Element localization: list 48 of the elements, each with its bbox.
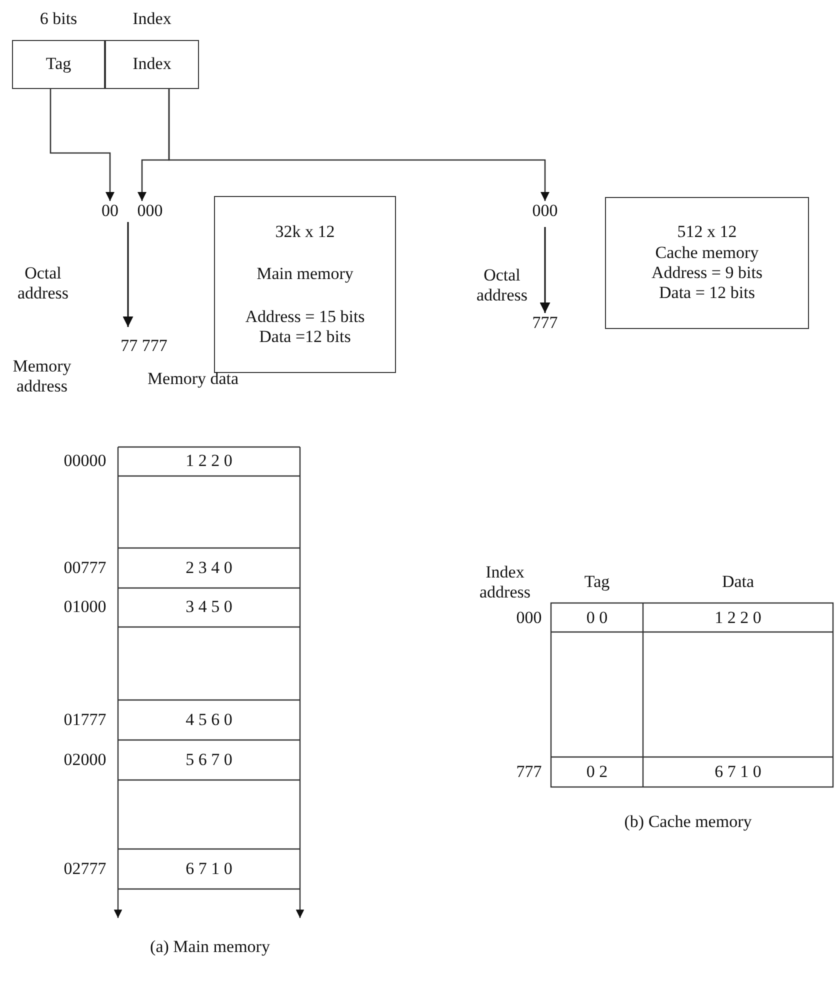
address-value: 000 xyxy=(530,201,560,221)
figure-caption: (b) Cache memory xyxy=(624,812,752,832)
address-value: 000 xyxy=(135,201,165,221)
memory-spec-text: 32k x 12 xyxy=(275,222,335,242)
address-value: 01000 xyxy=(64,597,106,617)
column-header: Index address xyxy=(478,562,532,602)
table-cell: 6 7 1 0 xyxy=(714,762,762,782)
memory-spec-text: Main memory xyxy=(256,264,354,284)
memory-spec-text: 512 x 12 xyxy=(677,222,737,243)
field-label: Tag xyxy=(46,54,72,75)
memory-info-box xyxy=(214,196,396,373)
field-width-label: 6 bits xyxy=(40,9,78,29)
memory-spec-text: Cache memory xyxy=(655,242,759,263)
figure-caption: (a) Main memory xyxy=(150,937,270,957)
table-cell: 5 6 7 0 xyxy=(186,750,232,770)
address-value: 01777 xyxy=(64,710,106,730)
table-cell: 2 3 4 0 xyxy=(186,558,232,578)
address-value: 00000 xyxy=(64,451,106,471)
address-value: 02000 xyxy=(64,750,106,770)
table-cell: 1 2 2 0 xyxy=(186,451,232,471)
connector-arrow xyxy=(168,89,550,201)
address-value: 000 xyxy=(516,608,542,628)
memory-spec-text: Data =12 bits xyxy=(259,326,351,348)
column-header: Data xyxy=(722,572,754,592)
memory-info-box xyxy=(605,197,809,329)
field-label: Index xyxy=(132,54,172,75)
connector-arrow xyxy=(50,89,115,201)
axis-caption: Octal address xyxy=(16,263,70,303)
address-value: 02777 xyxy=(64,859,106,879)
memory-spec-text: Address = 9 bits xyxy=(651,263,763,284)
address-value: 777 xyxy=(516,762,542,782)
field-width-label: Index xyxy=(132,9,172,29)
table-cell: 0 2 xyxy=(586,762,608,782)
address-value: 00777 xyxy=(64,558,106,578)
axis-caption: Octal address xyxy=(476,265,528,305)
memory-spec-text: Address = 15 bits xyxy=(245,306,365,327)
table-cell: 3 4 5 0 xyxy=(186,597,232,617)
memory-spec-text: Data = 12 bits xyxy=(659,283,755,304)
address-value: 777 xyxy=(532,313,558,333)
address-value: 77 777 xyxy=(120,336,168,356)
table-cell: 6 7 1 0 xyxy=(186,859,232,879)
table-cell: 0 0 xyxy=(586,608,608,628)
address-value: 00 xyxy=(98,201,122,221)
column-header: Memory address xyxy=(12,356,72,396)
column-header: Memory data xyxy=(147,369,239,389)
column-header: Tag xyxy=(584,572,610,592)
table-cell: 1 2 2 0 xyxy=(714,608,762,628)
table-cell: 4 5 6 0 xyxy=(186,710,232,730)
